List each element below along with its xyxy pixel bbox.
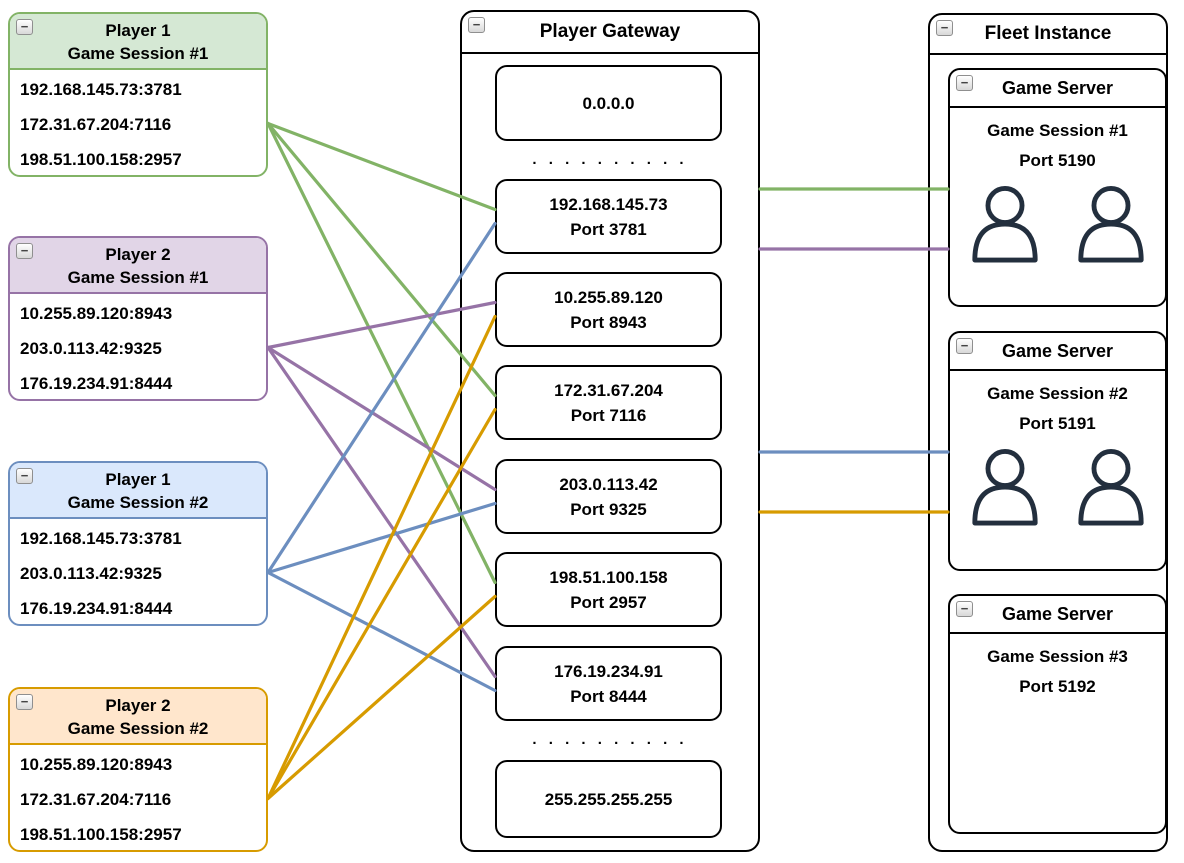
endpoint-row: 203.0.113.42:9325: [20, 339, 162, 358]
game-session-port: Port 5191: [1019, 414, 1096, 433]
gateway-top-address: 0.0.0.0: [495, 65, 722, 141]
gateway-top-address-label: 0.0.0.0: [582, 93, 635, 113]
entry-port: Port 9325: [570, 499, 647, 519]
gateway-bottom-address-label: 255.255.255.255: [544, 789, 673, 809]
endpoint-row: 176.19.234.91:8444: [20, 374, 173, 393]
entry-ip: 172.31.67.204: [554, 380, 663, 400]
player-title: Player 2: [105, 696, 171, 715]
collapse-icon[interactable]: −: [956, 75, 973, 91]
endpoint-row: 192.168.145.73:3781: [20, 529, 182, 548]
gateway-title: Player Gateway: [539, 21, 681, 42]
collapse-icon[interactable]: −: [956, 338, 973, 354]
game-session-label: Game Session #1: [987, 121, 1128, 140]
collapse-icon[interactable]: −: [16, 243, 33, 259]
player-box-0-header: − Player 1 Game Session #1: [10, 14, 266, 70]
person-outline-icon: [1077, 449, 1144, 526]
entry-ip: 192.168.145.73: [549, 194, 668, 214]
player-session-title: Game Session #2: [67, 719, 209, 738]
player-session-title: Game Session #1: [67, 268, 209, 287]
game-session-label: Game Session #3: [987, 647, 1128, 666]
gateway-bottom-address: 255.255.255.255: [495, 760, 722, 838]
endpoint-row: 172.31.67.204:7116: [20, 790, 172, 809]
person-outline-icon: [971, 186, 1038, 263]
game-server-2-header: − Game Server: [950, 596, 1165, 634]
collapse-icon[interactable]: −: [956, 601, 973, 617]
game-server-title: Game Server: [1001, 341, 1114, 361]
player-box-0: − Player 1 Game Session #1 192.168.145.7…: [8, 12, 268, 177]
entry-port: Port 7116: [570, 405, 647, 425]
game-server-2: − Game Server Game Session #3 Port 5192: [948, 594, 1167, 834]
ellipsis-dots: . . . . . . . . . .: [532, 151, 688, 168]
gateway-box: − Player Gateway 0.0.0.0 . . . . . . . .…: [460, 10, 760, 852]
game-server-0-header: − Game Server: [950, 70, 1165, 108]
game-server-1-header: − Game Server: [950, 333, 1165, 371]
player-title: Player 1: [105, 21, 171, 40]
player-box-3: − Player 2 Game Session #2 10.255.89.120…: [8, 687, 268, 852]
game-server-1: − Game Server Game Session #2 Port 5191: [948, 331, 1167, 571]
entry-port: Port 2957: [570, 592, 647, 612]
player-box-3-body: 10.255.89.120:8943 172.31.67.204:7116 19…: [10, 745, 266, 852]
entry-port: Port 8444: [570, 686, 647, 706]
player-box-2: − Player 1 Game Session #2 192.168.145.7…: [8, 461, 268, 626]
entry-ip: 10.255.89.120: [554, 287, 663, 307]
player-box-1-header: − Player 2 Game Session #1: [10, 238, 266, 294]
endpoint-row: 198.51.100.158:2957: [20, 150, 182, 169]
entry-ip: 176.19.234.91: [554, 661, 663, 681]
player-title: Player 2: [105, 245, 171, 264]
game-server-title: Game Server: [1001, 604, 1114, 624]
gateway-entry-4: 198.51.100.158 Port 2957: [495, 552, 722, 627]
fleet-instance-box: − Fleet Instance − Game Server Game Sess…: [928, 13, 1168, 852]
game-server-1-persons: [950, 447, 1165, 529]
player-title: Player 1: [105, 470, 171, 489]
fleet-instance-title: Fleet Instance: [984, 23, 1112, 44]
endpoint-row: 203.0.113.42:9325: [20, 564, 162, 583]
ellipsis-dots: . . . . . . . . . .: [532, 731, 688, 748]
game-server-0: − Game Server Game Session #1 Port 5190: [948, 68, 1167, 307]
endpoint-row: 176.19.234.91:8444: [20, 599, 173, 618]
person-outline-icon: [1077, 186, 1144, 263]
player-box-1: − Player 2 Game Session #1 10.255.89.120…: [8, 236, 268, 401]
entry-ip: 198.51.100.158: [549, 567, 668, 587]
game-server-0-persons: [950, 184, 1165, 266]
endpoint-row: 10.255.89.120:8943: [20, 755, 173, 774]
gateway-header: − Player Gateway: [462, 12, 758, 54]
entry-ip: 203.0.113.42: [559, 474, 658, 494]
game-server-title: Game Server: [1001, 78, 1114, 98]
person-outline-icon: [971, 449, 1038, 526]
endpoint-row: 198.51.100.158:2957: [20, 825, 182, 844]
gateway-entry-5: 176.19.234.91 Port 8444: [495, 646, 722, 721]
entry-port: Port 3781: [570, 219, 647, 239]
player-session-title: Game Session #1: [67, 44, 209, 63]
endpoint-row: 172.31.67.204:7116: [20, 115, 172, 134]
endpoint-row: 10.255.89.120:8943: [20, 304, 173, 323]
gateway-entry-0: 192.168.145.73 Port 3781: [495, 179, 722, 254]
player-box-2-header: − Player 1 Game Session #2: [10, 463, 266, 519]
player-box-0-body: 192.168.145.73:3781 172.31.67.204:7116 1…: [10, 70, 266, 177]
fleet-instance-header: − Fleet Instance: [930, 15, 1166, 55]
player-session-title: Game Session #2: [67, 493, 209, 512]
gateway-entry-2: 172.31.67.204 Port 7116: [495, 365, 722, 440]
collapse-icon[interactable]: −: [16, 694, 33, 710]
game-session-port: Port 5190: [1019, 151, 1096, 170]
collapse-icon[interactable]: −: [16, 468, 33, 484]
collapse-icon[interactable]: −: [936, 20, 953, 36]
player-box-1-body: 10.255.89.120:8943 203.0.113.42:9325 176…: [10, 294, 266, 401]
game-session-port: Port 5192: [1019, 677, 1096, 696]
player-box-3-header: − Player 2 Game Session #2: [10, 689, 266, 745]
gateway-entry-3: 203.0.113.42 Port 9325: [495, 459, 722, 534]
game-session-label: Game Session #2: [987, 384, 1128, 403]
entry-port: Port 8943: [570, 312, 647, 332]
collapse-icon[interactable]: −: [16, 19, 33, 35]
collapse-icon[interactable]: −: [468, 17, 485, 33]
gateway-entry-1: 10.255.89.120 Port 8943: [495, 272, 722, 347]
player-box-2-body: 192.168.145.73:3781 203.0.113.42:9325 17…: [10, 519, 266, 626]
endpoint-row: 192.168.145.73:3781: [20, 80, 182, 99]
